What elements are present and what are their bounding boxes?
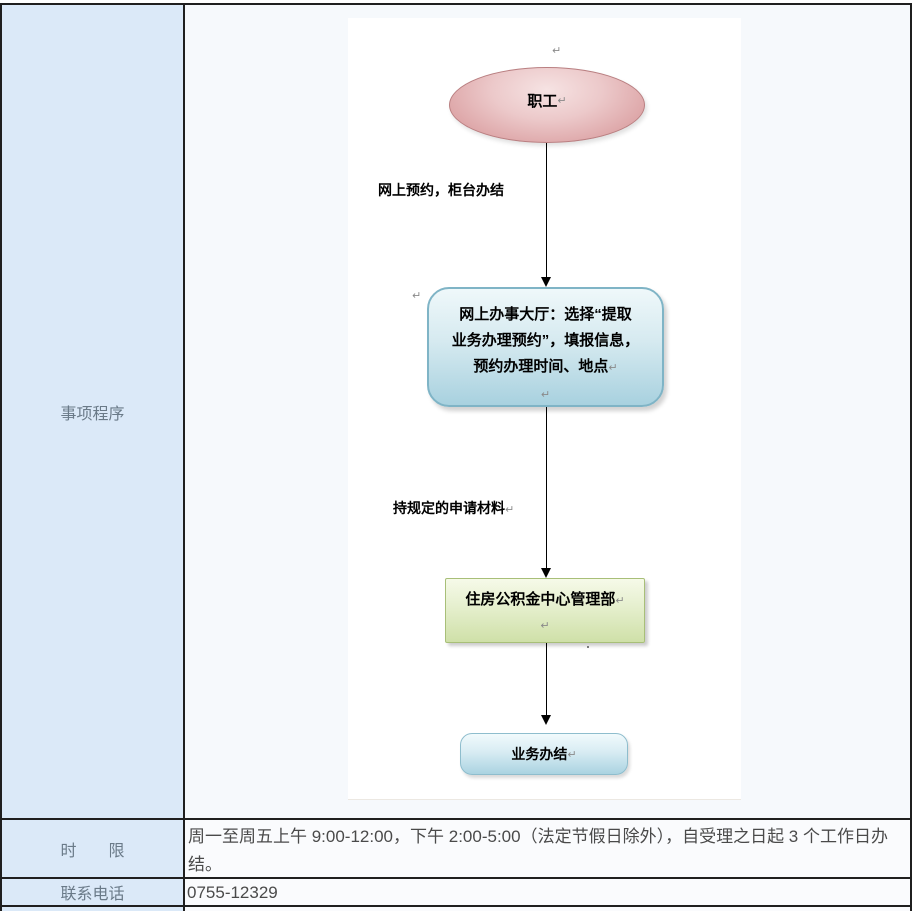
paragraph-mark: ↵ bbox=[552, 45, 562, 57]
flow-start-label: 职工 bbox=[527, 92, 558, 110]
paragraph-mark: ↵ bbox=[567, 748, 577, 761]
contact-phone-label: 联系电话 bbox=[2, 879, 185, 905]
row-time-limit: 时 限 周一至周五上午 9:00-12:00，下午 2:00-5:00（法定节假… bbox=[2, 820, 910, 879]
flowchart-canvas: ↵ 职工↵ 网上预约，柜台办结 ↵ 网上办事大厅：选择“提取 业务办理预约”，填… bbox=[348, 18, 741, 800]
flow-edge-1-label: 网上预约，柜台办结 bbox=[378, 182, 504, 198]
row-stub bbox=[2, 907, 910, 911]
flow-hall-line1: 网上办事大厅：选择“提取 bbox=[459, 306, 632, 323]
stub-value-cell bbox=[185, 907, 910, 911]
flow-arrow-2-head bbox=[541, 568, 551, 578]
paragraph-mark: ↵ bbox=[540, 389, 551, 401]
flow-dept-node: 住房公积金中心管理部↵ ↵ bbox=[445, 578, 645, 643]
flow-edge-2-label: 持规定的申请材料↵ bbox=[393, 500, 515, 516]
paragraph-mark: ↵ bbox=[557, 94, 567, 107]
flow-start-node: 职工↵ bbox=[449, 67, 645, 143]
flow-arrow-3-line bbox=[546, 643, 547, 715]
flow-arrow-3-head bbox=[541, 715, 551, 725]
row-procedure: 事项程序 ↵ 职工↵ 网上预约，柜台办结 ↵ 网上办事大厅：选择“提取 业务办理… bbox=[2, 5, 910, 820]
paragraph-mark: ↵ bbox=[540, 620, 550, 632]
flow-end-node: 业务办结↵ bbox=[460, 733, 628, 775]
flow-arrow-2-line bbox=[546, 407, 547, 568]
time-limit-label: 时 限 bbox=[2, 820, 185, 877]
flow-arrow-1-line bbox=[546, 143, 547, 277]
contact-phone-value: 0755-12329 bbox=[187, 883, 278, 902]
flow-hall-line4: ↵ bbox=[429, 381, 662, 408]
contact-phone-cell: 0755-12329 bbox=[185, 879, 910, 905]
flow-arrow-1-head bbox=[541, 277, 551, 287]
time-limit-cell: 周一至周五上午 9:00-12:00，下午 2:00-5:00（法定节假日除外）… bbox=[185, 820, 910, 877]
paragraph-mark: ↵ bbox=[505, 504, 515, 516]
flow-dept-line2: ↵ bbox=[446, 613, 644, 638]
flow-hall-line3: 预约办理时间、地点↵ bbox=[473, 358, 618, 375]
flow-end-label: 业务办结 bbox=[511, 746, 568, 762]
paragraph-mark: ↵ bbox=[615, 595, 625, 607]
procedure-label: 事项程序 bbox=[2, 5, 185, 818]
flow-hall-line2: 业务办理预约”，填报信息， bbox=[451, 332, 640, 349]
flow-hall-node: 网上办事大厅：选择“提取 业务办理预约”，填报信息， 预约办理时间、地点↵ ↵ bbox=[427, 287, 664, 407]
flow-dept-label: 住房公积金中心管理部↵ bbox=[465, 591, 625, 608]
row-contact-phone: 联系电话 0755-12329 bbox=[2, 879, 910, 907]
paragraph-mark: ↵ bbox=[608, 362, 618, 374]
procedure-cell: ↵ 职工↵ 网上预约，柜台办结 ↵ 网上办事大厅：选择“提取 业务办理预约”，填… bbox=[185, 5, 910, 818]
paragraph-mark: ↵ bbox=[412, 290, 422, 302]
time-limit-value: 周一至周五上午 9:00-12:00，下午 2:00-5:00（法定节假日除外）… bbox=[188, 827, 888, 874]
service-info-table: 事项程序 ↵ 职工↵ 网上预约，柜台办结 ↵ 网上办事大厅：选择“提取 业务办理… bbox=[0, 3, 912, 911]
stub-label-cell bbox=[2, 907, 185, 911]
stray-dot bbox=[587, 646, 589, 648]
